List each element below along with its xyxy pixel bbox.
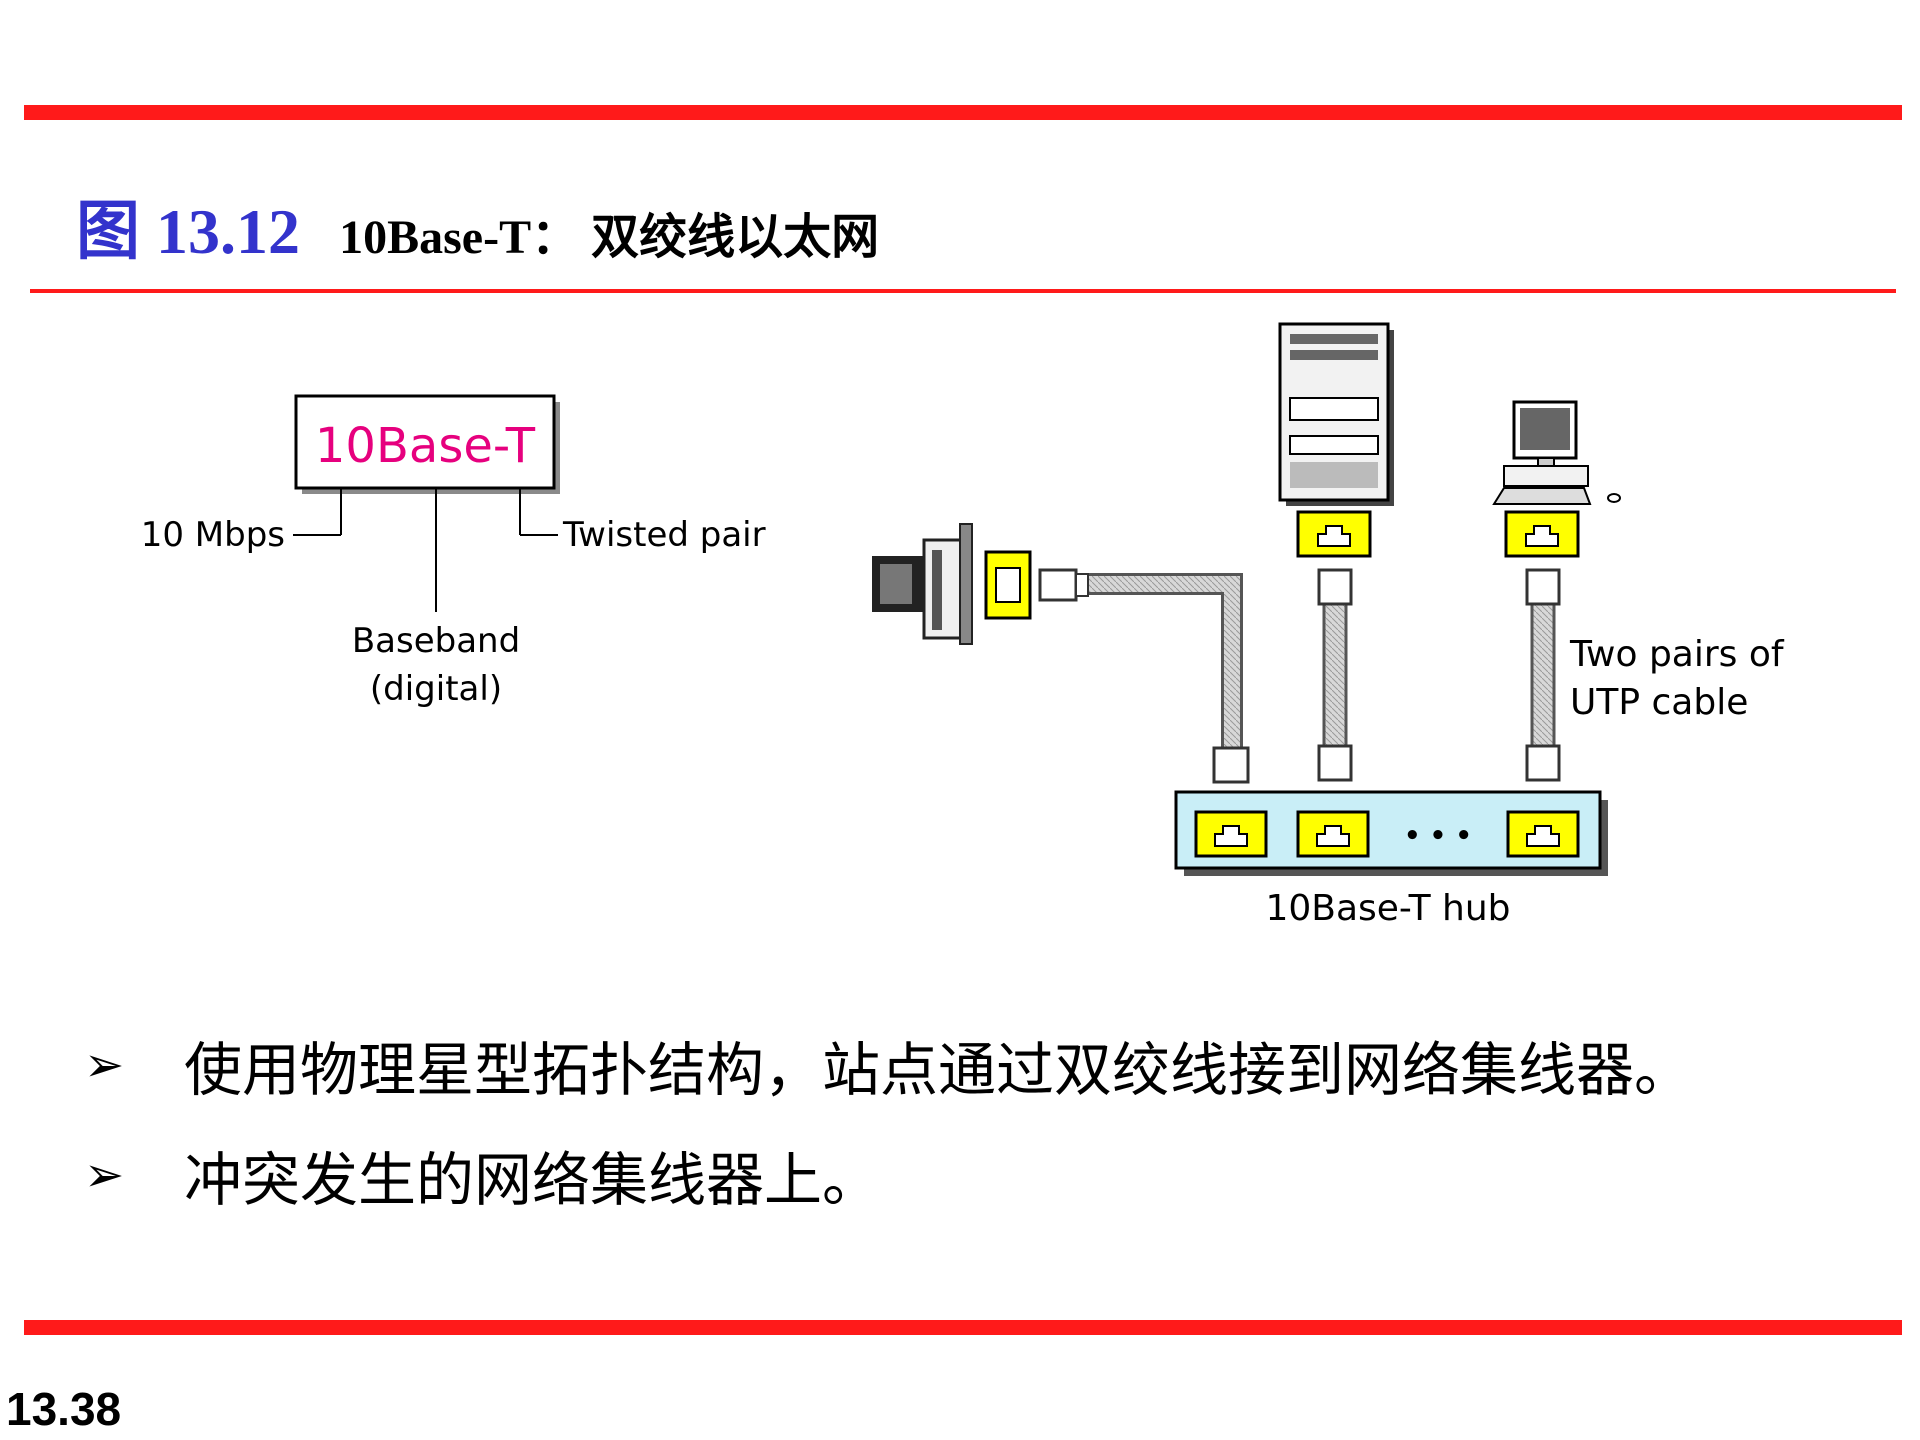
- server: [1278, 322, 1394, 558]
- plug-ws-top: [1525, 568, 1561, 606]
- bullet-item: ➢ 使用物理星型拓扑结构，站点通过双绞线接到网络集线器。: [84, 1010, 1692, 1120]
- bullet-arrow-icon: ➢: [84, 1037, 125, 1093]
- workstation: [1492, 400, 1621, 558]
- workstation-keyboard: [1492, 487, 1592, 505]
- plug-server-top: [1317, 568, 1353, 606]
- cable-label-line1: Two pairs of: [1569, 634, 1785, 675]
- title-underline: [30, 289, 1896, 293]
- hub: • • • 10Base-T hub: [1174, 790, 1608, 929]
- cable-server: [1322, 598, 1348, 750]
- signal-label-line1: Baseband: [352, 621, 520, 661]
- hub-port-n: [1506, 810, 1580, 858]
- title-text: 10Base-T： 双绞线以太网: [339, 211, 880, 264]
- bullet-text: 使用物理星型拓扑结构，站点通过双绞线接到网络集线器。: [184, 1036, 1693, 1104]
- rate-label: 10 Mbps: [141, 515, 285, 555]
- plug-ws-bottom: [1525, 744, 1561, 782]
- bullet-item: ➢ 冲突发生的网络集线器上。: [84, 1120, 1692, 1230]
- cable-label-line2: UTP cable: [1570, 682, 1748, 723]
- plug-server-bottom: [1317, 744, 1353, 782]
- figure-label: 图 13.12: [76, 196, 300, 267]
- medium-label: Twisted pair: [562, 515, 766, 555]
- nic-card: [872, 523, 1032, 645]
- plug-hub-1: [1212, 746, 1250, 784]
- hub-port-2: [1296, 810, 1370, 858]
- port-server: [1296, 510, 1372, 558]
- bullet-arrow-icon: ➢: [84, 1147, 125, 1203]
- workstation-base: [1503, 465, 1589, 487]
- hub-ellipsis: • • •: [1404, 821, 1472, 851]
- rj45-plugs: [1038, 568, 1561, 784]
- ethernet-diagram: 10Base-T 10 Mbps Twisted pair Baseband (…: [141, 322, 1785, 929]
- name-box: [294, 394, 556, 490]
- name-breakdown: 10Base-T 10 Mbps Twisted pair Baseband (…: [141, 394, 766, 709]
- hub-label: 10Base-T hub: [1265, 888, 1510, 929]
- plug-nic: [1038, 568, 1089, 602]
- port-workstation: [1504, 510, 1580, 558]
- bullet-text: 冲突发生的网络集线器上。: [184, 1146, 881, 1214]
- slide-title: 图 13.12 10Base-T： 双绞线以太网: [76, 180, 879, 272]
- bullet-list: ➢ 使用物理星型拓扑结构，站点通过双绞线接到网络集线器。 ➢ 冲突发生的网络集线…: [84, 1010, 1692, 1230]
- bottom-rule: [24, 1320, 1902, 1335]
- workstation-mouse: [1607, 493, 1621, 503]
- hub-port-1: [1194, 810, 1268, 858]
- signal-label-line2: (digital): [370, 669, 502, 709]
- port-nic: [984, 550, 1032, 620]
- cable-nic: [1062, 576, 1240, 752]
- cable-workstation: [1530, 598, 1556, 750]
- name-box-text: 10Base-T: [315, 418, 536, 474]
- page-number: 13.38: [6, 1383, 122, 1435]
- nic-bracket: [959, 523, 973, 645]
- utp-cables: [1062, 573, 1556, 752]
- top-rule: [24, 105, 1902, 120]
